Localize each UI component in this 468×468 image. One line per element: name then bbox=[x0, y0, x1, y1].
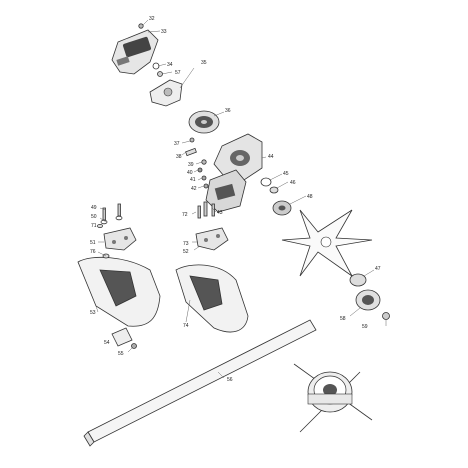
callout-39: 39 bbox=[188, 162, 194, 168]
callout-73: 73 bbox=[183, 241, 189, 247]
holder-48 bbox=[272, 200, 292, 216]
cover-47 bbox=[349, 273, 367, 287]
callout-46: 46 bbox=[290, 180, 296, 186]
drum-36 bbox=[188, 110, 220, 134]
gear-case-44 bbox=[213, 133, 263, 181]
callout-59: 59 bbox=[362, 324, 368, 330]
callout-56: 56 bbox=[227, 377, 233, 383]
callout-74: 74 bbox=[183, 323, 189, 329]
washers-71 bbox=[97, 223, 103, 228]
callout-41: 41 bbox=[190, 177, 196, 183]
switch-bracket bbox=[149, 79, 183, 107]
callout-57: 57 bbox=[175, 70, 181, 76]
nut-40 bbox=[197, 167, 203, 173]
blade-four-tooth bbox=[281, 209, 373, 277]
callout-33: 33 bbox=[161, 29, 167, 35]
screw-32 bbox=[138, 23, 144, 29]
bolts-72 bbox=[197, 203, 215, 219]
nut-41 bbox=[201, 175, 207, 181]
callout-53: 53 bbox=[90, 310, 96, 316]
washers-50 bbox=[100, 215, 123, 225]
handle-housing bbox=[111, 29, 159, 75]
callout-38: 38 bbox=[176, 154, 182, 160]
screw-37 bbox=[189, 137, 195, 143]
nut-39 bbox=[201, 159, 207, 165]
callout-34: 34 bbox=[167, 62, 173, 68]
callout-52: 52 bbox=[183, 249, 189, 255]
callout-35: 35 bbox=[201, 60, 207, 66]
spool-cover-58 bbox=[355, 289, 381, 311]
callout-37: 37 bbox=[174, 141, 180, 147]
nut-42 bbox=[203, 183, 209, 189]
callout-71: 71 bbox=[91, 223, 97, 229]
leader-lines bbox=[95, 19, 387, 379]
callout-50: 50 bbox=[91, 214, 97, 220]
callout-45: 45 bbox=[283, 171, 289, 177]
ring-57 bbox=[157, 71, 163, 77]
spring-38 bbox=[185, 147, 197, 157]
callout-51: 51 bbox=[90, 240, 96, 246]
washer-45 bbox=[260, 177, 272, 187]
nut-59 bbox=[382, 312, 390, 320]
callouts: 32 33 34 35 57 36 37 38 39 40 41 42 44 4… bbox=[90, 16, 381, 383]
line-head bbox=[293, 363, 373, 433]
callout-32: 32 bbox=[149, 16, 155, 22]
screw-55 bbox=[131, 343, 137, 349]
callout-44: 44 bbox=[268, 154, 274, 160]
bracket-51 bbox=[103, 227, 137, 251]
callout-55: 55 bbox=[118, 351, 124, 357]
callout-49: 49 bbox=[91, 205, 97, 211]
washer-46 bbox=[269, 186, 279, 194]
callout-47: 47 bbox=[375, 266, 381, 272]
guard-74 bbox=[175, 264, 249, 333]
washer-34 bbox=[152, 62, 160, 70]
callout-42: 42 bbox=[191, 186, 197, 192]
callout-48: 48 bbox=[307, 194, 313, 200]
callout-43: 43 bbox=[217, 210, 223, 216]
callout-58: 58 bbox=[340, 316, 346, 322]
callout-72: 72 bbox=[182, 212, 188, 218]
bracket-73 bbox=[195, 227, 229, 251]
callout-54: 54 bbox=[104, 340, 110, 346]
shaft-56 bbox=[83, 319, 317, 447]
callout-36: 36 bbox=[225, 108, 231, 114]
callout-40: 40 bbox=[187, 170, 193, 176]
guard-53 bbox=[77, 257, 161, 327]
clip-54 bbox=[111, 327, 133, 347]
bolt-43 bbox=[203, 201, 208, 217]
engine-block bbox=[205, 169, 247, 213]
spacer-76 bbox=[102, 253, 110, 259]
callout-76: 76 bbox=[90, 249, 96, 255]
